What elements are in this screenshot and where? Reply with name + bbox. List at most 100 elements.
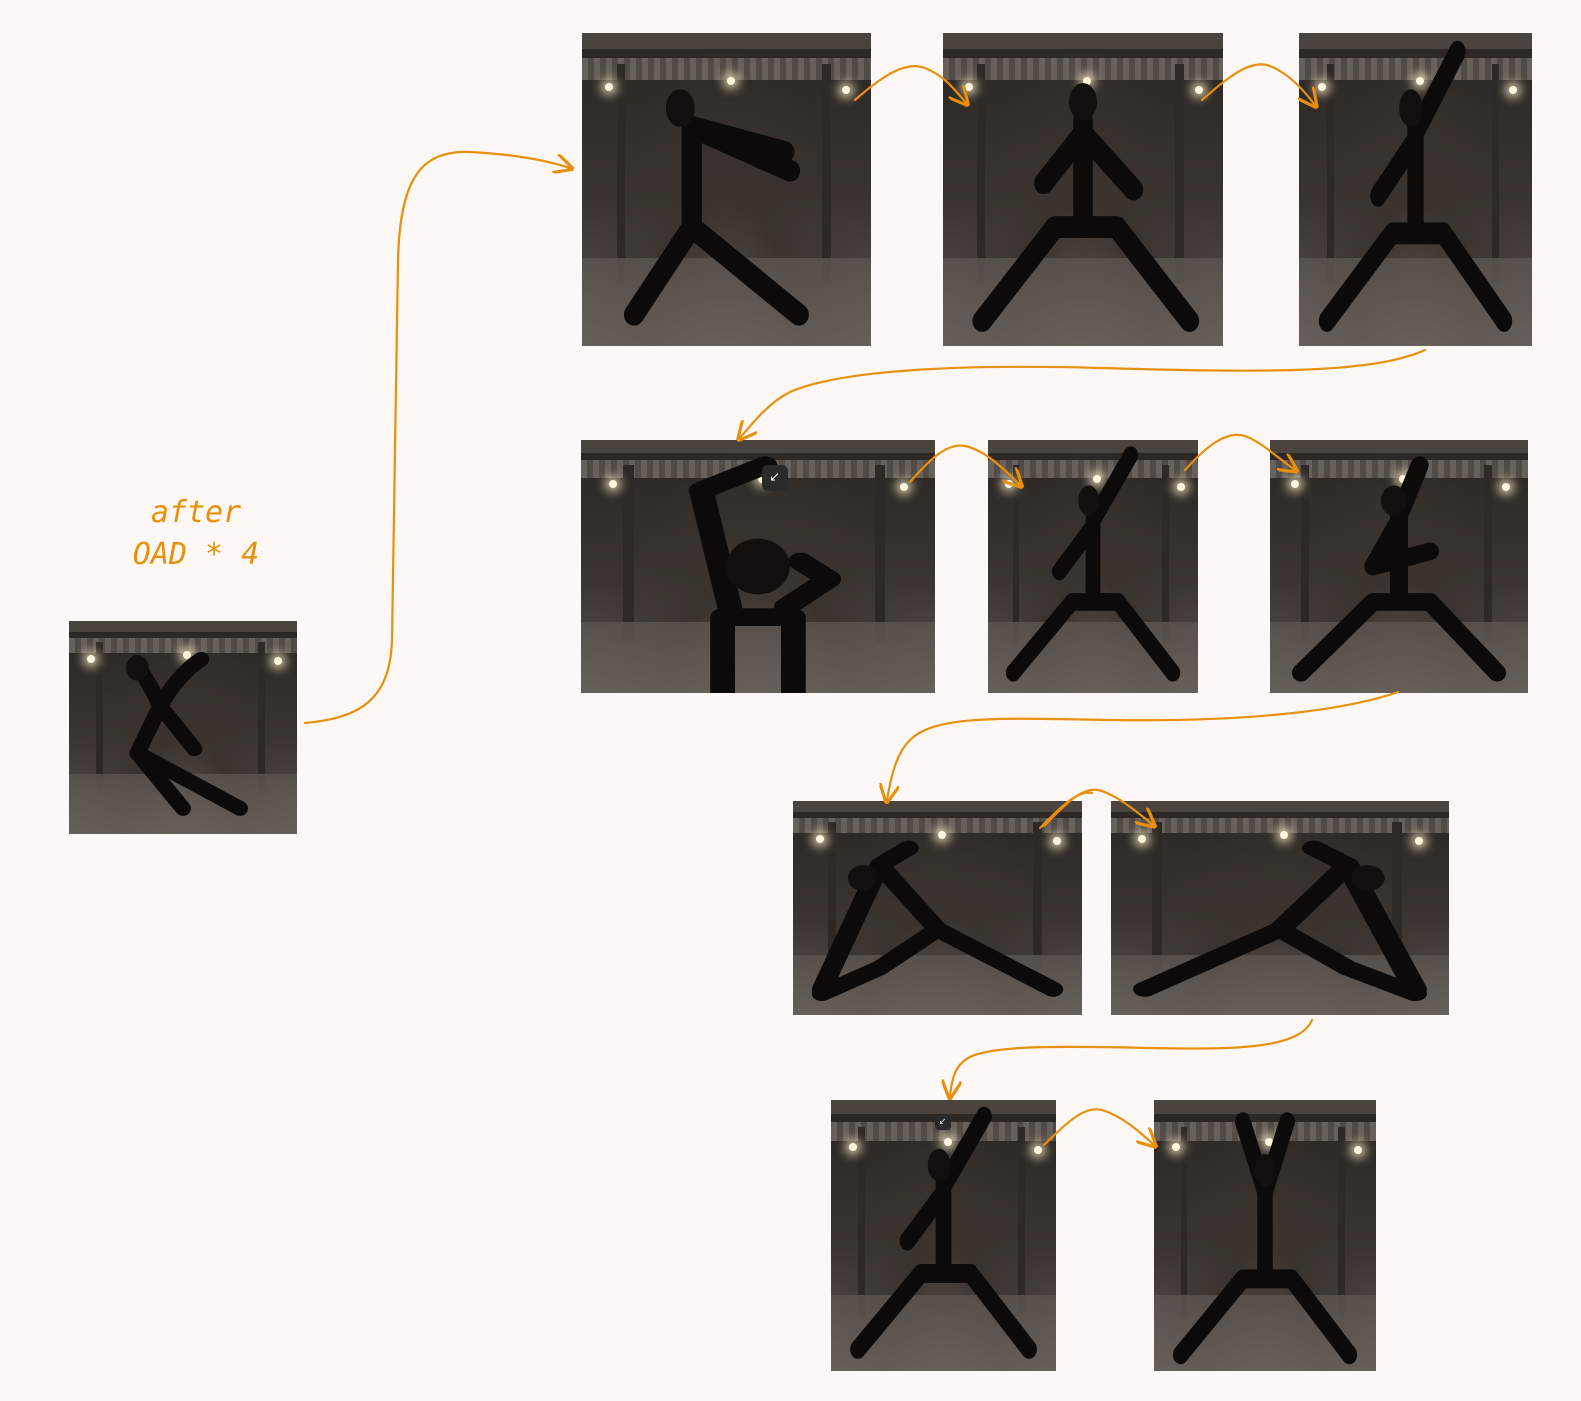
frame-r3-1[interactable]: [793, 801, 1082, 1015]
ceiling-light: [1171, 1143, 1180, 1152]
dancer-figure: [688, 456, 842, 693]
wall-pillar: [623, 465, 635, 643]
note-line-1: after: [150, 495, 242, 530]
frame-r1-1[interactable]: [582, 33, 871, 346]
dancer-figure: [623, 89, 809, 326]
wall-pillar: [1175, 64, 1184, 284]
ceiling-beam: [581, 440, 935, 453]
ceiling-light: [1093, 475, 1101, 484]
ceiling-pipe: [69, 638, 297, 653]
dancer-figure: [850, 1106, 1037, 1359]
ceiling-pipe: [582, 58, 871, 80]
wall-pillar: [821, 64, 831, 284]
frame-r2-1[interactable]: ↙: [581, 440, 935, 693]
wall-pillar: [874, 465, 886, 643]
ceiling-light: [1033, 1146, 1042, 1155]
dancer-figure: [1318, 40, 1513, 332]
ceiling-beam: [943, 33, 1223, 49]
frame-r3-2[interactable]: [1111, 801, 1449, 1015]
ceiling-beam: [1111, 801, 1449, 812]
wall-pillar: [1326, 64, 1334, 284]
ceiling-beam: [582, 33, 871, 49]
ceiling-light: [1177, 483, 1185, 491]
dancer-figure: [1132, 840, 1428, 1002]
ceiling-light: [816, 835, 825, 844]
ceiling-light: [274, 657, 283, 666]
collapse-icon[interactable]: ↙: [761, 465, 788, 492]
frame-start[interactable]: [69, 621, 297, 834]
wall-pillar: [258, 642, 266, 792]
dancer-figure: [1291, 456, 1507, 682]
curved-arrow-icon: [303, 150, 570, 725]
ceiling-beam: [1154, 1100, 1376, 1114]
ceiling-light: [183, 650, 191, 659]
ceiling-beam: [1299, 33, 1532, 49]
wall-pillar: [1391, 822, 1402, 973]
ceiling-beam: [793, 801, 1082, 812]
wall-pillar: [1162, 465, 1169, 643]
ceiling-beam: [69, 621, 297, 632]
dancer-figure: [811, 840, 1064, 1002]
wall-pillar: [1017, 1127, 1025, 1317]
ceiling-light: [1508, 86, 1517, 95]
ceiling-light: [842, 86, 851, 95]
curved-arrow-icon: [887, 690, 1400, 800]
wall-pillar: [1151, 822, 1162, 973]
ceiling-light: [1053, 837, 1062, 846]
ceiling-light: [1415, 837, 1424, 846]
wall-pillar: [1300, 465, 1309, 643]
dancer-figure: [1005, 446, 1181, 682]
wall-pillar: [827, 822, 837, 973]
frame-r4-1[interactable]: ↙: [831, 1100, 1056, 1371]
ceiling-pipe: [1111, 818, 1449, 834]
ceiling-light: [609, 480, 618, 489]
wall-pillar: [858, 1127, 865, 1317]
studio-floor: [581, 622, 935, 693]
dancer-figure: [972, 83, 1200, 332]
ceiling-light: [1353, 1146, 1362, 1155]
ceiling-beam: [1270, 440, 1528, 453]
dancer-figure: [126, 651, 248, 816]
wall-pillar: [1013, 465, 1020, 643]
frame-r2-2[interactable]: [988, 440, 1198, 693]
wall-pillar: [616, 64, 626, 284]
ceiling-light: [849, 1143, 857, 1152]
ceiling-light: [943, 1137, 952, 1146]
ceiling-pipe: [988, 460, 1198, 478]
collapse-icon[interactable]: ↙: [934, 1113, 951, 1130]
ceiling-light: [1317, 83, 1326, 92]
wall-pillar: [1032, 822, 1042, 973]
ceiling-beam: [831, 1100, 1056, 1114]
ceiling-light: [1415, 76, 1424, 85]
wall-pillar: [976, 64, 985, 284]
ceiling-light: [937, 830, 946, 839]
ceiling-pipe: [943, 58, 1223, 80]
handwritten-note: after OAD * 4: [96, 492, 296, 576]
curved-arrow-icon: [740, 348, 1427, 438]
curved-arrow-icon: [1042, 1108, 1154, 1145]
wall-pillar: [1492, 64, 1500, 284]
frame-r1-3[interactable]: [1299, 33, 1532, 346]
ceiling-light: [1399, 475, 1407, 484]
wall-pillar: [1180, 1127, 1188, 1317]
frame-r4-2[interactable]: [1154, 1100, 1376, 1371]
ceiling-light: [1280, 830, 1288, 839]
wall-pillar: [1338, 1127, 1345, 1317]
frame-r2-3[interactable]: [1270, 440, 1528, 693]
ceiling-light: [1265, 1137, 1273, 1146]
ceiling-light: [1502, 483, 1511, 491]
ceiling-pipe: [831, 1121, 1056, 1141]
ceiling-light: [87, 655, 96, 664]
ceiling-light: [899, 483, 908, 491]
ceiling-light: [1290, 480, 1299, 489]
ceiling-light: [1083, 76, 1091, 85]
ceiling-light: [1138, 835, 1147, 844]
dancer-figure: [1172, 1112, 1358, 1365]
ceiling-light: [726, 76, 735, 85]
ceiling-beam: [988, 440, 1198, 453]
wall-pillar: [96, 642, 104, 792]
frame-r1-2[interactable]: [943, 33, 1223, 346]
ceiling-light: [1195, 86, 1203, 95]
note-line-2: OAD * 4: [132, 537, 260, 572]
